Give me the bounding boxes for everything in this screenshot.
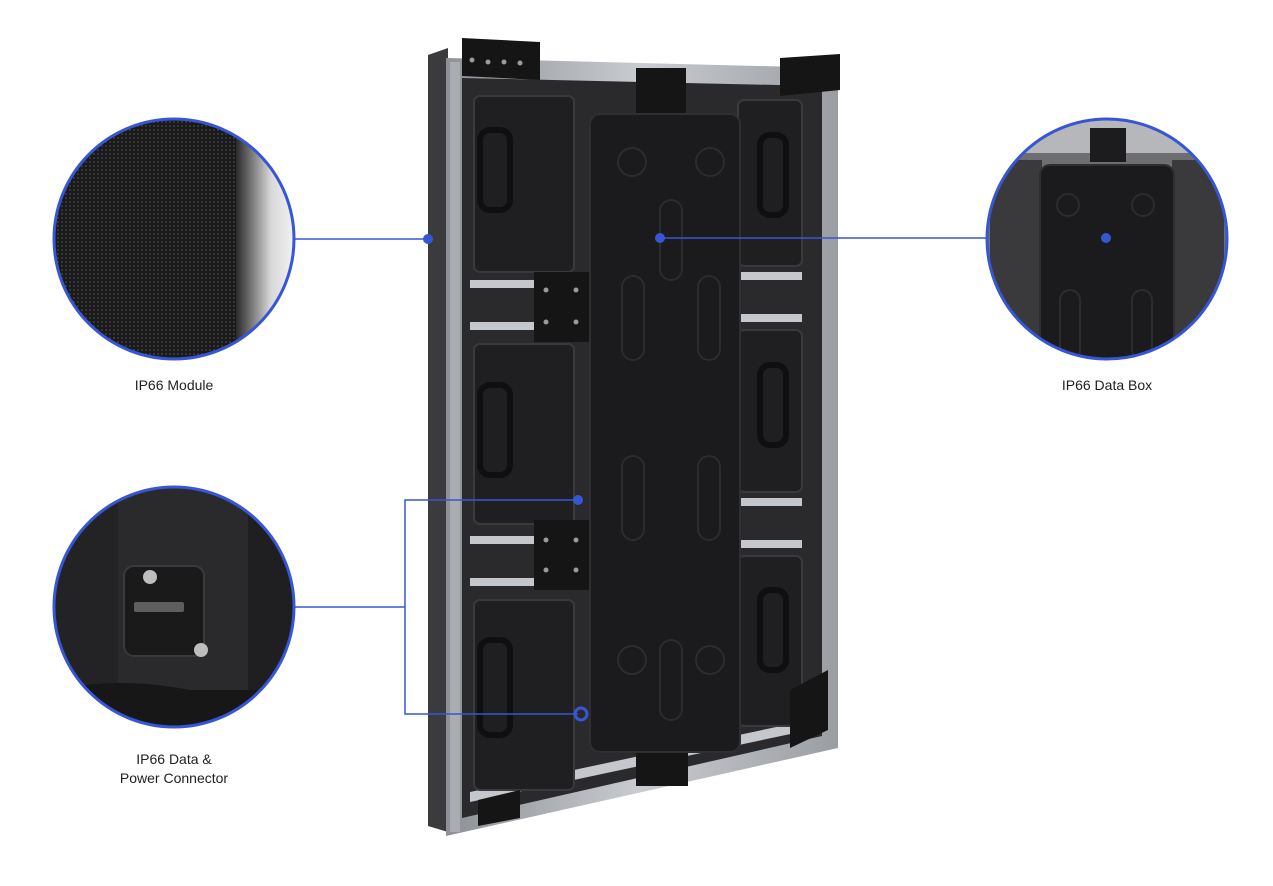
cabinet-brackets: [462, 38, 840, 826]
module-callout-dot: [423, 234, 433, 244]
module-label: IP66 Module: [94, 376, 254, 395]
cabinet-handles-right: [757, 132, 789, 673]
connector-logo-icon: [134, 602, 184, 612]
connector-callout-dot: [573, 495, 583, 505]
module-label-text: IP66 Module: [134, 377, 214, 393]
bracket-screws: [469, 57, 579, 573]
callout-lines: [294, 237, 987, 715]
cabinet-side-edge: [428, 48, 448, 832]
cabinet-handles-left: [477, 127, 513, 738]
data-box-zoom: [987, 119, 1227, 359]
connector-label: IP66 Data & Power Connector: [84, 750, 264, 788]
data-box-label-text: IP66 Data Box: [1061, 377, 1153, 393]
led-cabinet: [428, 38, 840, 836]
module-zoom-border: [52, 117, 296, 361]
callout-dots: [423, 233, 665, 505]
data-box-label: IP66 Data Box: [1027, 376, 1187, 395]
connector-zoom-border: [52, 485, 296, 729]
connector-label-line2: Power Connector: [119, 770, 229, 786]
data-box-callout-dot: [655, 233, 665, 243]
data-box: [589, 113, 741, 753]
connector-label-line1: IP66 Data &: [136, 751, 212, 767]
data-box-zoom-border: [985, 117, 1229, 361]
cabinet-side-strip: [450, 62, 460, 832]
cabinet-panels-right: [737, 99, 803, 727]
cabinet-panels-left: [473, 95, 575, 791]
